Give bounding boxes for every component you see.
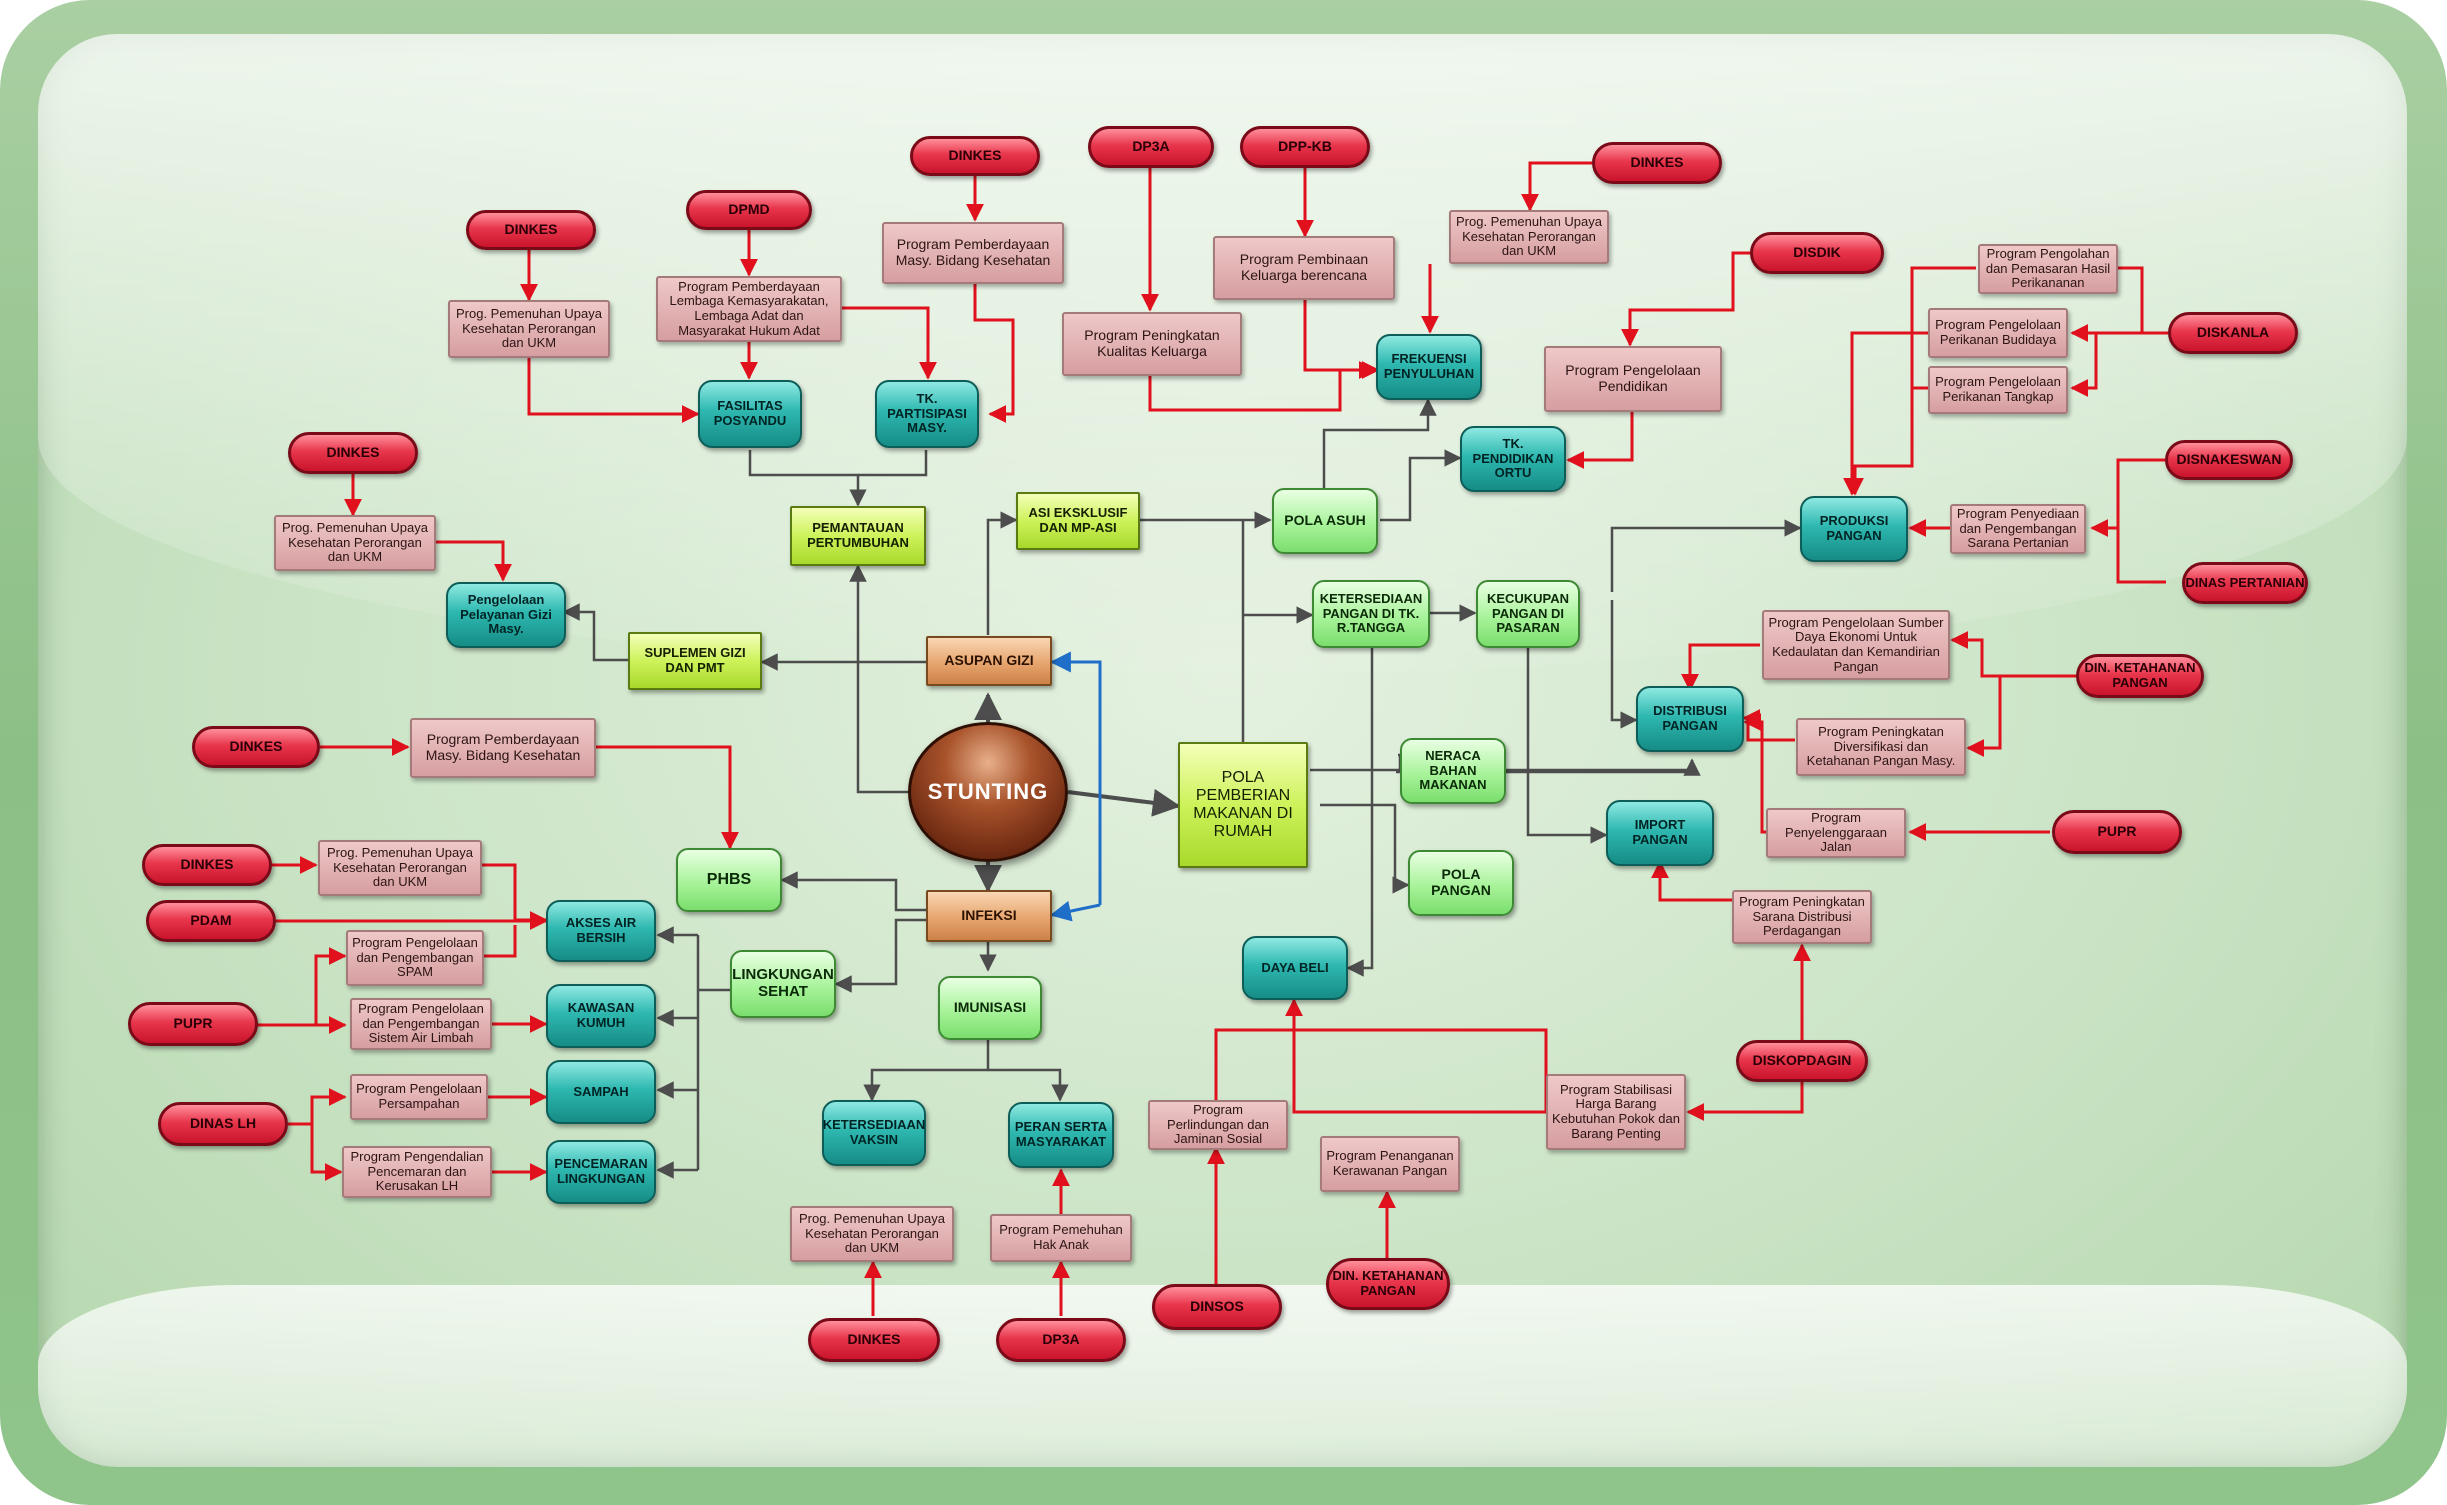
fasilitas-posyandu-box: FASILITAS POSYANDU — [698, 380, 802, 448]
program-box: Program Penanganan Kerawanan Pangan — [1320, 1136, 1460, 1192]
program-box: Program Pemehuhan Hak Anak — [990, 1214, 1132, 1262]
imunisasi-box: IMUNISASI — [938, 976, 1042, 1040]
program-box: Program Peningkatan Kualitas Keluarga — [1062, 312, 1242, 376]
pola-pangan-box: POLA PANGAN — [1408, 850, 1514, 916]
agency-pill: PUPR — [128, 1002, 258, 1046]
agency-pill: DPP-KB — [1240, 126, 1370, 168]
sampah-box: SAMPAH — [546, 1060, 656, 1124]
frekuensi-penyuluhan-box: FREKUENSI PENYULUHAN — [1376, 334, 1482, 400]
agency-pill: DINKES — [910, 136, 1040, 176]
program-box: Program Pemberdayaan Lembaga Kemasyaraka… — [656, 276, 842, 342]
agency-pill: DISKANLA — [2168, 312, 2298, 354]
distribusi-pangan-box: DISTRIBUSI PANGAN — [1636, 686, 1744, 752]
program-box: Program Pemberdayaan Masy. Bidang Keseha… — [410, 718, 596, 778]
program-box: Program Pengelolaan Sumber Daya Ekonomi … — [1762, 610, 1950, 680]
program-box: Program Peningkatan Sarana Distribusi Pe… — [1732, 890, 1872, 944]
agency-pill: DINSOS — [1152, 1284, 1282, 1330]
ketersediaan-pangan-box: KETERSEDIAAN PANGAN DI TK. R.TANGGA — [1312, 580, 1430, 648]
agency-pill: DINKES — [142, 844, 272, 886]
agency-pill: DISKOPDAGIN — [1736, 1040, 1868, 1082]
agency-pill: DP3A — [1088, 126, 1214, 168]
agency-pill: DINKES — [288, 432, 418, 474]
agency-pill: DINKES — [808, 1318, 940, 1362]
akses-air-bersih-box: AKSES AIR BERSIH — [546, 900, 656, 962]
program-box: Program Perlindungan dan Jaminan Sosial — [1148, 1100, 1288, 1150]
pencemaran-lingkungan-box: PENCEMARAN LINGKUNGAN — [546, 1140, 656, 1204]
agency-pill: DIN. KETAHANAN PANGAN — [1326, 1258, 1450, 1310]
tk-partisipasi-box: TK. PARTISIPASI MASY. — [875, 380, 979, 448]
program-box: Program Pengelolaan dan Pengembangan Sis… — [350, 998, 492, 1050]
agency-pill: DP3A — [996, 1318, 1126, 1362]
program-box: Program Stabilisasi Harga Barang Kebutuh… — [1546, 1074, 1686, 1150]
program-box: Program Pengolahan dan Pemasaran Hasil P… — [1978, 244, 2118, 294]
pola-pemberian-makanan-box: POLA PEMBERIAN MAKANAN DI RUMAH — [1178, 742, 1308, 868]
pemantauan-pertumbuhan-box: PEMANTAUAN PERTUMBUHAN — [790, 506, 926, 566]
program-box: Program Pengendalian Pencemaran dan Keru… — [342, 1146, 492, 1198]
kawasan-kumuh-box: KAWASAN KUMUH — [546, 984, 656, 1048]
pola-asuh-box: POLA ASUH — [1272, 488, 1378, 554]
program-box: Prog. Pemenuhan Upaya Kesehatan Perorang… — [274, 515, 436, 571]
program-box: Program Peningkatan Diversifikasi dan Ke… — [1796, 718, 1966, 776]
program-box: Prog. Pemenuhan Upaya Kesehatan Perorang… — [790, 1206, 954, 1262]
program-box: Program Penyelenggaraan Jalan — [1766, 808, 1906, 858]
suplemen-gizi-box: SUPLEMEN GIZI DAN PMT — [628, 632, 762, 690]
program-box: Prog. Pemenuhan Upaya Kesehatan Perorang… — [318, 840, 482, 896]
agency-pill: DISNAKESWAN — [2165, 440, 2293, 480]
daya-beli-box: DAYA BELI — [1242, 936, 1348, 1000]
asi-eksklusif-box: ASI EKSKLUSIF DAN MP-ASI — [1016, 492, 1140, 550]
program-box: Program Penyediaan dan Pengembangan Sara… — [1950, 504, 2086, 554]
agency-pill: DISDIK — [1750, 232, 1884, 274]
program-box: Program Pengelolaan Perikanan Tangkap — [1928, 366, 2068, 414]
program-box: Program Pengelolaan dan Pengembangan SPA… — [346, 930, 484, 986]
produksi-pangan-box: PRODUKSI PANGAN — [1800, 496, 1908, 562]
lingkungan-sehat-box: LINGKUNGAN SEHAT — [730, 950, 836, 1018]
neraca-bahan-makanan-box: NERACA BAHAN MAKANAN — [1400, 738, 1506, 804]
agency-pill: DINKES — [466, 210, 596, 250]
ketersediaan-vaksin-box: KETERSEDIAAN VAKSIN — [822, 1100, 926, 1166]
asupan-gizi-box: ASUPAN GIZI — [926, 636, 1052, 686]
import-pangan-box: IMPORT PANGAN — [1606, 800, 1714, 866]
stunting-node: STUNTING — [908, 722, 1068, 862]
agency-pill: DINAS LH — [158, 1102, 288, 1146]
program-box: Program Pembinaan Keluarga berencana — [1213, 236, 1395, 300]
program-box: Prog. Pemenuhan Upaya Kesehatan Perorang… — [1449, 210, 1609, 264]
agency-pill: DINKES — [192, 726, 320, 768]
agency-pill: DINAS PERTANIAN — [2182, 562, 2308, 604]
program-box: Prog. Pemenuhan Upaya Kesehatan Perorang… — [448, 300, 610, 358]
agency-pill: DPMD — [686, 190, 812, 230]
agency-pill: PDAM — [146, 900, 276, 942]
agency-pill: PUPR — [2052, 810, 2182, 854]
phbs-box: PHBS — [676, 848, 782, 912]
kecukupan-pangan-box: KECUKUPAN PANGAN DI PASARAN — [1476, 580, 1580, 648]
program-box: Program Pengelolaan Persampahan — [350, 1074, 488, 1120]
infeksi-box: INFEKSI — [926, 890, 1052, 942]
peran-serta-masyarakat-box: PERAN SERTA MASYARAKAT — [1008, 1102, 1114, 1168]
program-box: Program Pemberdayaan Masy. Bidang Keseha… — [882, 222, 1064, 284]
pengelolaan-gizi-box: Pengelolaan Pelayanan Gizi Masy. — [446, 582, 566, 648]
program-box: Program Pengelolaan Perikanan Budidaya — [1928, 308, 2068, 358]
tk-pendidikan-ortu-box: TK. PENDIDIKAN ORTU — [1460, 426, 1566, 492]
program-box: Program Pengelolaan Pendidikan — [1544, 346, 1722, 412]
agency-pill: DIN. KETAHANAN PANGAN — [2076, 654, 2204, 698]
agency-pill: DINKES — [1592, 142, 1722, 184]
